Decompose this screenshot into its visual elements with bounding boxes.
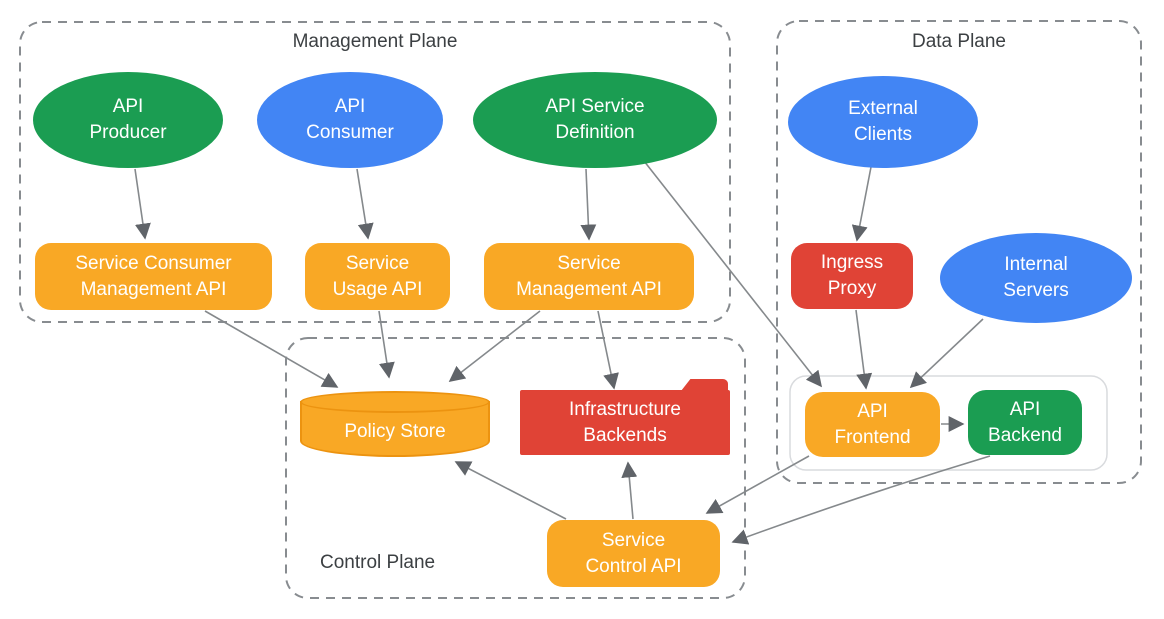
edge-api-frontend-to-service-control-api [705,455,810,514]
data-plane-label: Data Plane [911,31,1006,52]
edge-external-clients-to-ingress-proxy [851,166,872,242]
policy-store-cylinder-top [300,391,490,413]
edge-ingress-proxy-to-api-frontend [855,309,873,390]
edge-api-service-definition-to-service-management-api [580,168,597,241]
policy-store-label: Policy Store [344,420,446,442]
control-plane-label: Control Plane [320,552,436,573]
edge-api-consumer-to-service-usage-api [356,168,374,240]
edge-service-management-api-to-policy-store [448,310,541,382]
edge-internal-servers-to-api-frontend [909,318,984,389]
infrastructure-backends-folder-tab [681,379,728,391]
edge-service-control-api-to-policy-store [454,461,567,520]
edge-api-service-definition-to-api-frontend [643,160,822,388]
edge-api-backend-to-service-control-api [731,455,991,545]
management-plane-label: Management Plane [292,31,458,52]
edge-service-control-api-to-infrastructure-backends [621,461,638,520]
data-plane-container-border [776,20,1142,484]
edge-api-producer-to-service-consumer-management-api [134,168,151,240]
edge-service-management-api-to-infrastructure-backends [597,310,619,390]
policy-store: Policy Store [300,391,490,457]
edge-service-usage-api-to-policy-store [378,310,395,379]
edge-service-consumer-management-api-to-policy-store [204,310,339,388]
